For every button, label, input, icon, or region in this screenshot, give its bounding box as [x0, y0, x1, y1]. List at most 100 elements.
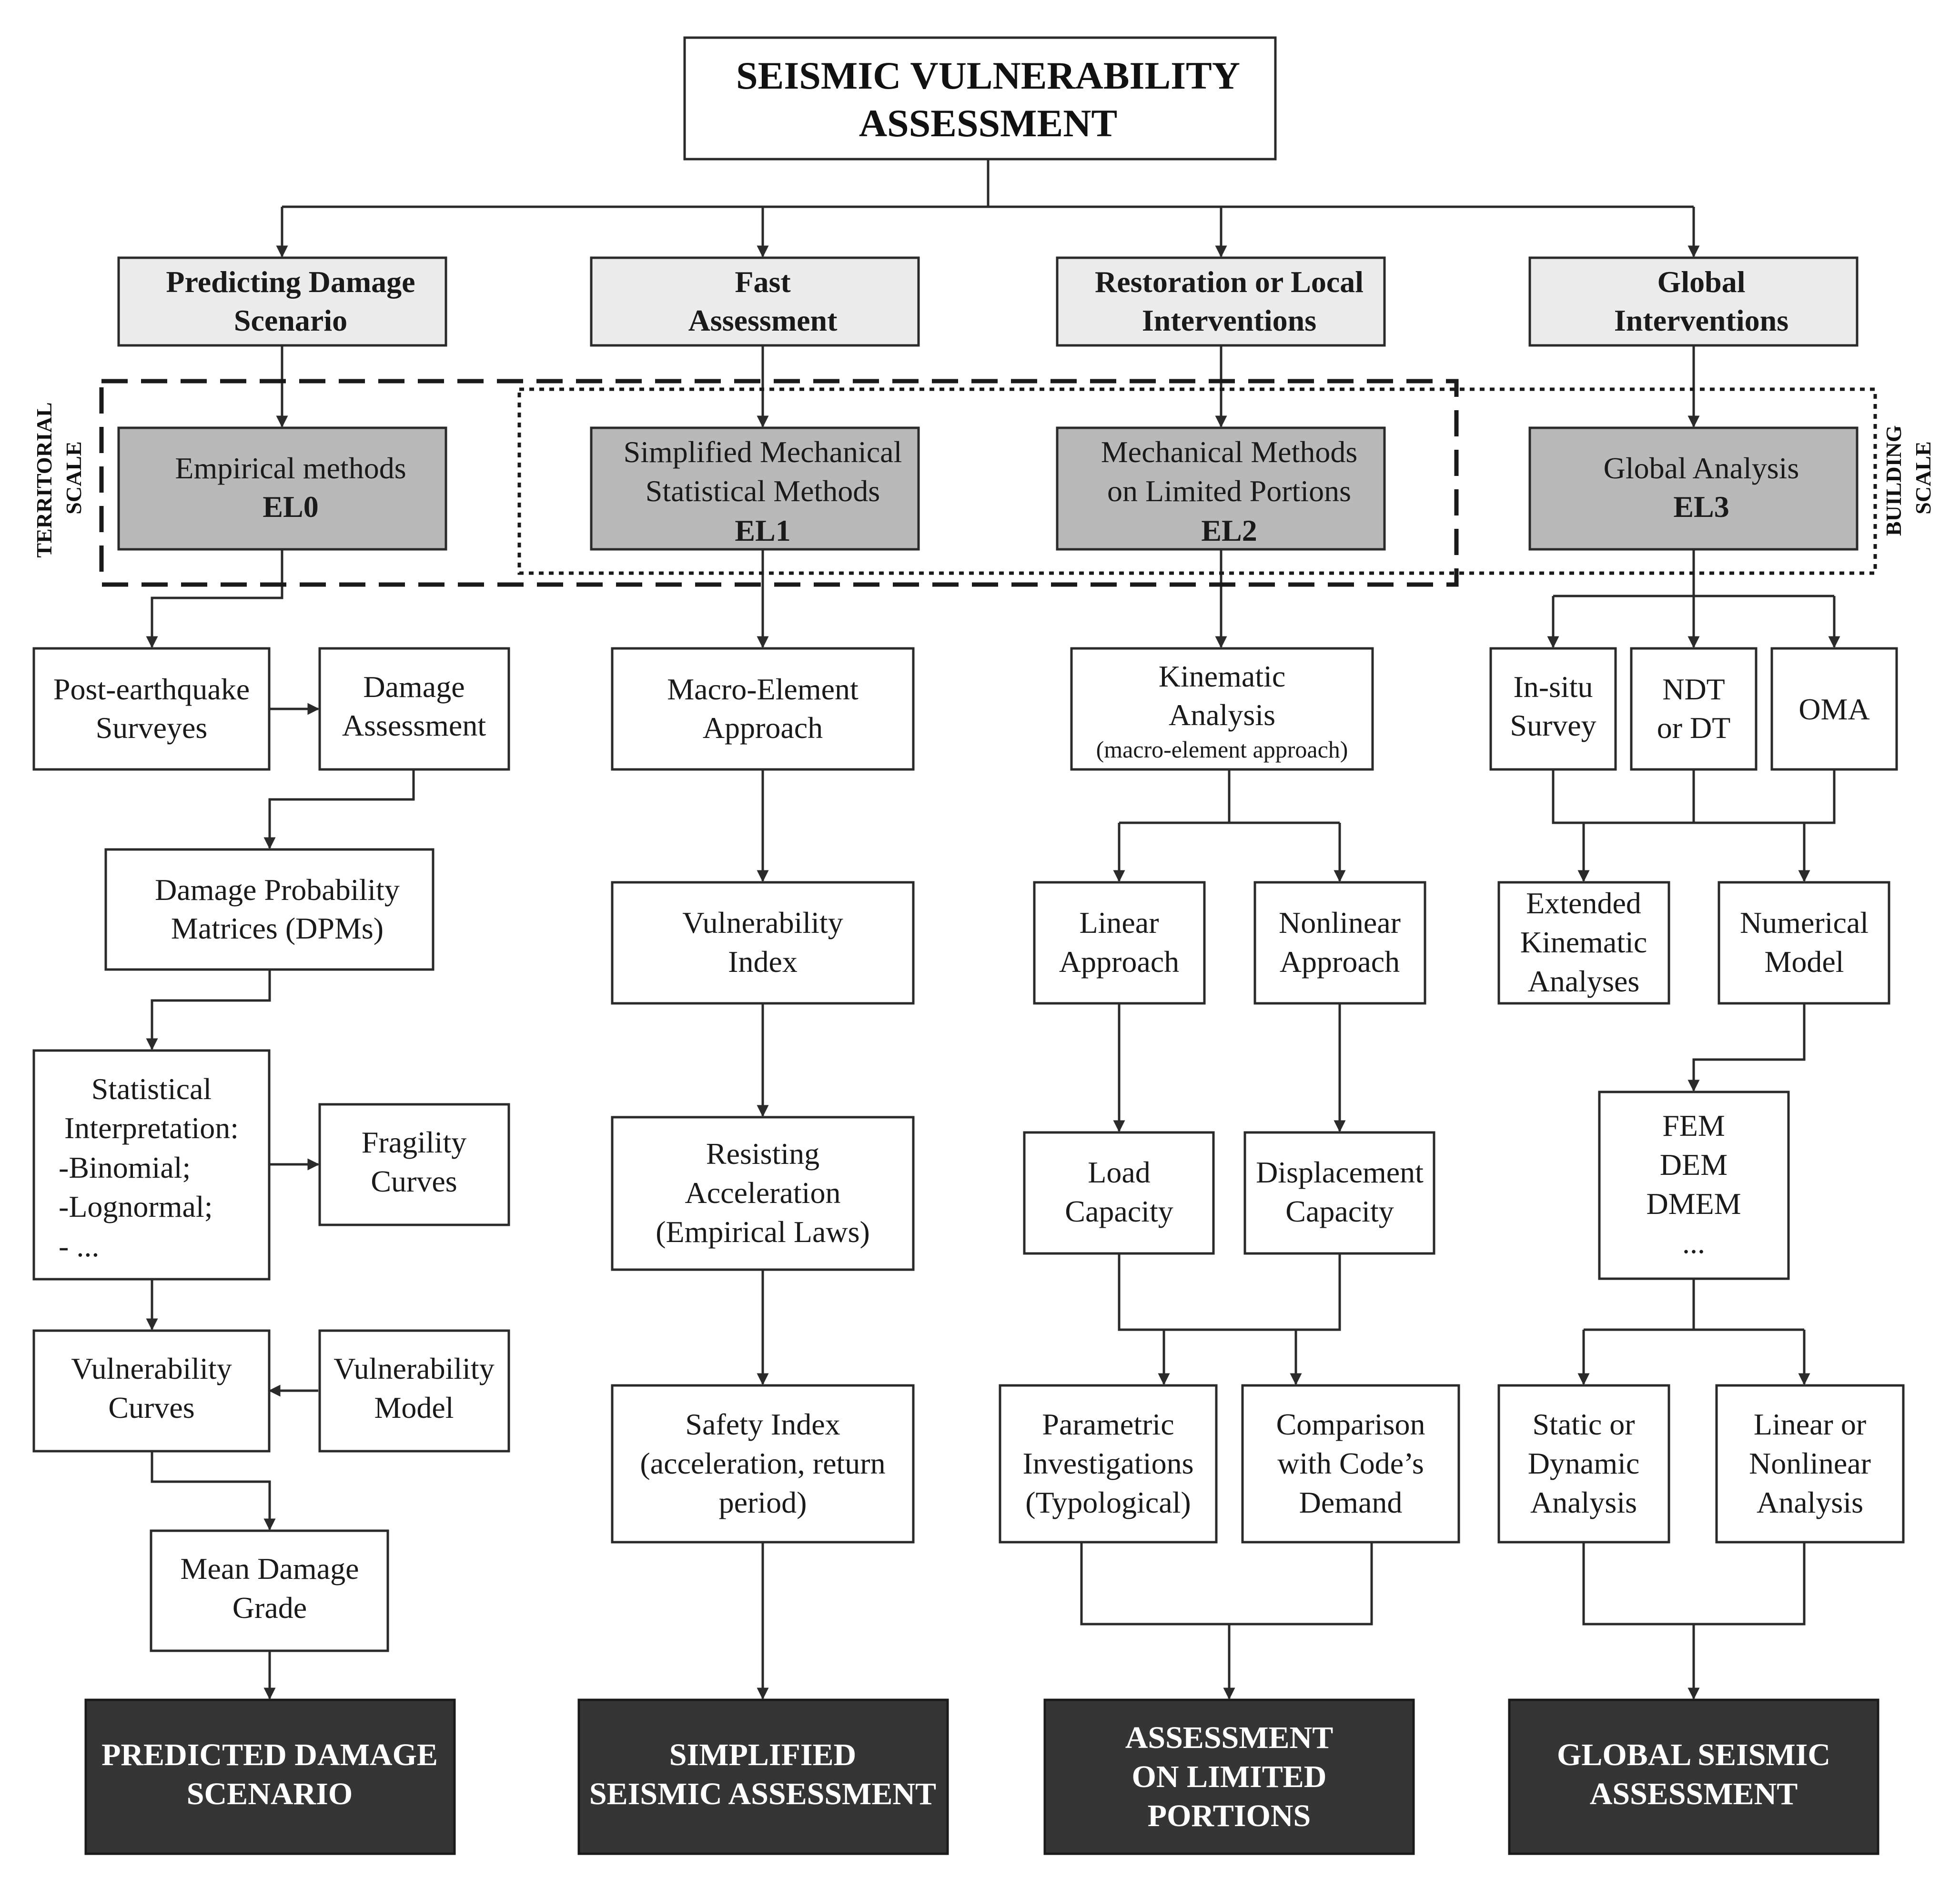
box-ndt-or-dt: NDT or DT	[1630, 647, 1758, 771]
svg-text:EL1: EL1	[735, 514, 790, 547]
svg-text:SIMPLIFIED: SIMPLIFIED	[669, 1738, 856, 1772]
svg-text:ON LIMITED: ON LIMITED	[1132, 1759, 1327, 1794]
svg-text:(Typological): (Typological)	[1025, 1485, 1191, 1519]
svg-text:GLOBAL SEISMIC: GLOBAL SEISMIC	[1557, 1738, 1830, 1772]
outcome-predicted-damage-scenario: PREDICTED DAMAGE SCENARIO	[84, 1698, 456, 1855]
svg-text:Investigations: Investigations	[1022, 1446, 1193, 1480]
svg-text:with Code’s: with Code’s	[1277, 1446, 1424, 1480]
box-mean-damage-grade: Mean Damage Grade	[150, 1529, 389, 1652]
svg-text:Grade: Grade	[232, 1591, 307, 1625]
svg-text:on Limited Portions: on Limited Portions	[1107, 474, 1351, 508]
box-fragility-curves: Fragility Curves	[318, 1103, 510, 1226]
svg-text:(Empirical Laws): (Empirical Laws)	[656, 1215, 870, 1249]
level-el1: Simplified Mechanical Statistical Method…	[590, 426, 920, 551]
box-vulnerability-curves: Vulnerability Curves	[32, 1329, 271, 1453]
svg-text:Statistical Methods: Statistical Methods	[646, 474, 880, 508]
territorial-scale-frame	[99, 379, 1459, 587]
main-title-box: SEISMIC VULNERABILITY ASSESSMENT	[683, 36, 1277, 161]
svg-text:Assessment: Assessment	[688, 303, 838, 337]
svg-text:Vulnerability: Vulnerability	[71, 1352, 232, 1385]
box-damage-assessment: Damage Assessment	[318, 647, 510, 771]
svg-text:Nonlinear: Nonlinear	[1749, 1446, 1871, 1480]
svg-text:Numerical: Numerical	[1740, 906, 1869, 940]
svg-text:Extended: Extended	[1526, 886, 1641, 920]
svg-text:Curves: Curves	[371, 1164, 457, 1198]
svg-text:Linear or: Linear or	[1754, 1407, 1866, 1441]
box-safety-index: Safety Index (acceleration, return perio…	[611, 1384, 915, 1544]
svg-text:DMEM: DMEM	[1646, 1187, 1741, 1221]
level-el0: Empirical methods EL0	[117, 426, 447, 551]
box-static-or-dynamic: Static or Dynamic Analysis	[1497, 1384, 1670, 1544]
svg-text:Vulnerability: Vulnerability	[682, 906, 843, 940]
box-vulnerability-index: Vulnerability Index	[611, 881, 915, 1005]
box-post-earthquake-surveys: Post-earthquake Surveyes	[32, 647, 271, 771]
svg-text:Capacity: Capacity	[1065, 1194, 1173, 1228]
box-fem-dem-dmem: FEM DEM DMEM ...	[1598, 1091, 1790, 1280]
objective-restoration-local: Restoration or Local Interventions	[1056, 256, 1386, 347]
svg-text:Approach: Approach	[703, 711, 823, 745]
box-displacement-capacity: Displacement Capacity	[1243, 1131, 1435, 1255]
svg-text:Vulnerability: Vulnerability	[333, 1352, 494, 1385]
svg-text:Analysis: Analysis	[1169, 698, 1275, 732]
svg-text:Parametric: Parametric	[1042, 1407, 1174, 1441]
box-kinematic-analysis: Kinematic Analysis (macro-element approa…	[1070, 647, 1374, 771]
svg-text:...: ...	[1682, 1226, 1705, 1260]
svg-text:Comparison: Comparison	[1276, 1407, 1425, 1441]
svg-text:Empirical methods: Empirical methods	[175, 451, 406, 485]
svg-text:Scenario: Scenario	[234, 303, 347, 337]
svg-text:Curves: Curves	[108, 1391, 194, 1424]
svg-text:FEM: FEM	[1662, 1109, 1725, 1142]
svg-text:Global Analysis: Global Analysis	[1604, 451, 1799, 485]
svg-text:Index: Index	[728, 945, 798, 979]
box-in-situ-survey: In-situ Survey	[1489, 647, 1617, 771]
svg-text:Mean Damage: Mean Damage	[181, 1552, 359, 1586]
box-macro-element-approach: Macro-Element Approach	[611, 647, 915, 771]
svg-text:Statistical: Statistical	[91, 1072, 212, 1106]
svg-text:Nonlinear: Nonlinear	[1279, 906, 1401, 940]
svg-text:Displacement: Displacement	[1256, 1155, 1424, 1189]
box-statistical-interpretation: Statistical Interpretation: -Binomial; -…	[32, 1049, 271, 1281]
building-scale-label: BUILDING SCALE	[1881, 420, 1935, 536]
svg-text:Interpretation:: Interpretation:	[64, 1111, 239, 1145]
svg-text:(acceleration, return: (acceleration, return	[640, 1446, 885, 1480]
outcome-assessment-limited-portions: ASSESSMENT ON LIMITED PORTIONS	[1043, 1698, 1415, 1855]
main-title-line-1: SEISMIC VULNERABILITY	[736, 54, 1240, 97]
svg-text:SEISMIC ASSESSMENT: SEISMIC ASSESSMENT	[589, 1777, 936, 1811]
svg-text:Demand: Demand	[1299, 1485, 1403, 1519]
svg-text:Surveyes: Surveyes	[96, 711, 208, 745]
objective-global-interventions: Global Interventions	[1528, 256, 1859, 347]
svg-text:DEM: DEM	[1660, 1148, 1728, 1182]
svg-text:Global: Global	[1657, 265, 1746, 299]
svg-text:SCENARIO: SCENARIO	[187, 1777, 353, 1811]
svg-text:EL3: EL3	[1673, 490, 1729, 524]
box-nonlinear-approach: Nonlinear Approach	[1253, 881, 1426, 1005]
svg-text:Fragility: Fragility	[362, 1125, 466, 1159]
svg-text:Model: Model	[374, 1391, 454, 1424]
svg-text:Interventions: Interventions	[1142, 303, 1316, 337]
svg-text:-Lognormal;: -Lognormal;	[59, 1190, 212, 1223]
outcome-global-seismic-assessment: GLOBAL SEISMIC ASSESSMENT	[1508, 1698, 1879, 1855]
box-numerical-model: Numerical Model	[1718, 881, 1890, 1005]
box-comparison-code-demand: Comparison with Code’s Demand	[1241, 1384, 1460, 1544]
svg-text:Simplified Mechanical: Simplified Mechanical	[624, 435, 902, 469]
svg-text:Survey: Survey	[1510, 708, 1596, 742]
level-el3: Global Analysis EL3	[1528, 426, 1859, 551]
svg-text:PORTIONS: PORTIONS	[1148, 1798, 1311, 1833]
svg-text:EL2: EL2	[1201, 514, 1257, 547]
kinematic-note: (macro-element approach)	[1096, 736, 1348, 763]
level-el2: Mechanical Methods on Limited Portions E…	[1056, 426, 1386, 551]
box-vulnerability-model: Vulnerability Model	[318, 1329, 510, 1453]
svg-text:Damage Probability: Damage Probability	[155, 873, 400, 907]
svg-text:Load: Load	[1088, 1155, 1151, 1189]
box-linear-approach: Linear Approach	[1033, 881, 1206, 1005]
svg-text:Post-earthquake: Post-earthquake	[53, 672, 250, 706]
svg-text:Fast: Fast	[735, 265, 791, 299]
svg-text:In-situ: In-situ	[1513, 670, 1593, 704]
objective-predicting-damage: Predicting Damage Scenario	[117, 256, 447, 347]
svg-text:Acceleration: Acceleration	[685, 1176, 841, 1210]
svg-text:EL0: EL0	[263, 490, 318, 524]
box-resisting-acceleration: Resisting Acceleration (Empirical Laws)	[611, 1116, 915, 1271]
svg-text:Damage: Damage	[363, 670, 465, 704]
svg-text:Safety Index: Safety Index	[685, 1407, 840, 1441]
